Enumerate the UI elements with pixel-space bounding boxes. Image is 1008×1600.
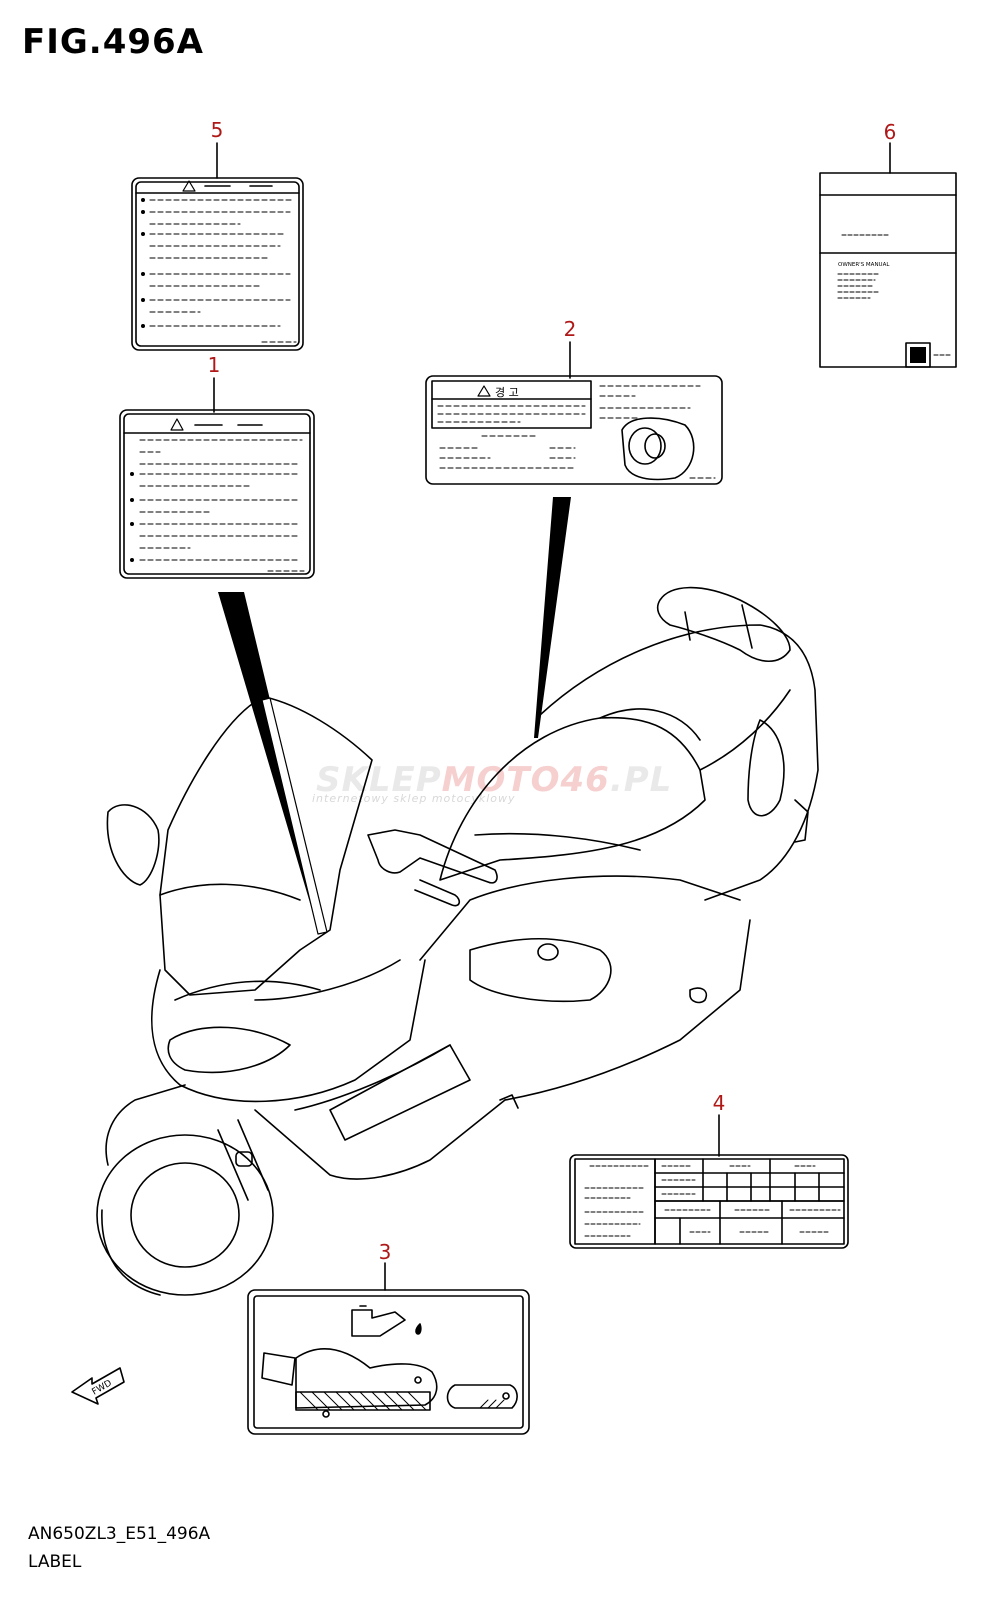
callout-1: 1 bbox=[207, 353, 221, 377]
model-code: AN650ZL3_E51_496A bbox=[28, 1524, 211, 1544]
label-5-warning bbox=[131, 177, 304, 351]
label-6-owners-manual bbox=[819, 172, 957, 368]
callout-2: 2 bbox=[563, 317, 577, 341]
scooter-illustration bbox=[71, 586, 819, 1405]
label-3-oil-pictogram bbox=[247, 1289, 530, 1435]
callout-5: 5 bbox=[210, 118, 224, 142]
figure-title: FIG.496A bbox=[22, 22, 204, 62]
owners-manual-text: OWNER'S MANUAL bbox=[838, 262, 890, 268]
watermark-part-a: SKLEP bbox=[316, 760, 442, 800]
callout-6: 6 bbox=[883, 120, 897, 144]
label-4-spec-table bbox=[569, 1154, 849, 1249]
oilcan-icon bbox=[351, 1309, 406, 1337]
watermark-subtitle: internetowy sklep motocyklowy bbox=[312, 792, 516, 805]
korean-warning-text: 경 고 bbox=[495, 386, 519, 399]
label-1-warning bbox=[119, 409, 315, 579]
callout-3: 3 bbox=[378, 1240, 392, 1264]
section-name: LABEL bbox=[28, 1552, 82, 1572]
callout-4: 4 bbox=[712, 1091, 726, 1115]
fwd-arrow-icon bbox=[71, 1367, 125, 1405]
watermark-part-c: 46 bbox=[560, 760, 610, 800]
watermark-logo: SKLEPMOTO46.PL bbox=[316, 760, 672, 800]
label-2-korean-warning bbox=[425, 375, 723, 485]
watermark-part-d: .PL bbox=[609, 760, 673, 800]
pointer-label-2 bbox=[534, 497, 571, 738]
watermark-part-b: MOTO bbox=[441, 760, 561, 800]
